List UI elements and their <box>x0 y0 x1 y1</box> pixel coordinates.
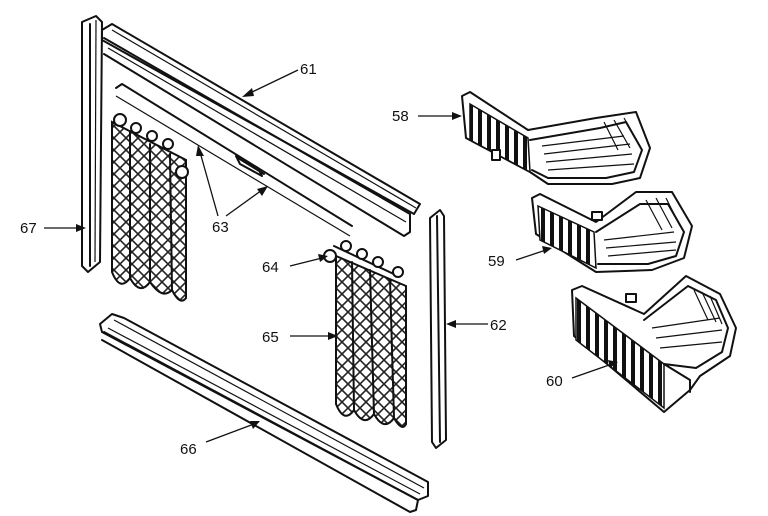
label-58: 58 <box>392 108 409 125</box>
label-62: 62 <box>490 317 507 334</box>
top-rail <box>101 23 421 237</box>
callout-64: 64 <box>262 254 328 276</box>
callout-66: 66 <box>180 421 260 458</box>
callout-60: 60 <box>546 360 618 390</box>
label-65: 65 <box>262 329 279 346</box>
label-60: 60 <box>546 373 563 390</box>
callout-59: 59 <box>488 246 552 270</box>
callout-65: 65 <box>262 329 338 346</box>
label-64: 64 <box>262 259 279 276</box>
callout-67: 67 <box>20 220 86 237</box>
louver-tray-60 <box>571 275 737 413</box>
callout-62: 62 <box>446 317 507 334</box>
louver-tray-59 <box>531 191 693 273</box>
callout-58: 58 <box>392 108 462 125</box>
bottom-rail <box>99 313 429 513</box>
label-66: 66 <box>180 441 197 458</box>
side-rail-right <box>429 209 447 449</box>
side-rail-left <box>81 15 103 273</box>
louver-curtain-right <box>323 240 407 428</box>
louver-curtain-left <box>111 113 189 302</box>
label-59: 59 <box>488 253 505 270</box>
louver-tray-58 <box>461 91 651 185</box>
label-67: 67 <box>20 220 37 237</box>
label-63: 63 <box>212 219 229 236</box>
callout-61: 61 <box>242 61 317 97</box>
callout-63: 63 <box>196 145 268 236</box>
label-61: 61 <box>300 61 317 78</box>
frame-strip <box>115 83 353 237</box>
